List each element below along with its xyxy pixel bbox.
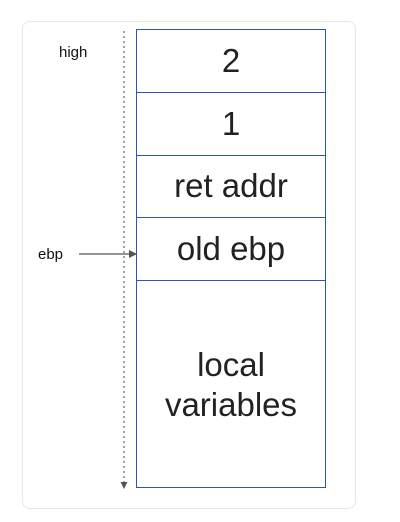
stack-cell-old-ebp: old ebp — [137, 218, 325, 281]
stack-cell-arg-2-label: 2 — [221, 41, 241, 79]
high-label: high — [59, 44, 88, 61]
stack-cell-local-variables-label: local variables — [164, 345, 298, 423]
stack-cell-old-ebp-label: old ebp — [176, 229, 286, 267]
stack-frame: 2 1 ret addr old ebp local variables — [136, 29, 326, 488]
stack-cell-arg-2: 2 — [137, 30, 325, 93]
stack-cell-local-variables: local variables — [137, 281, 325, 489]
stack-cell-arg-1: 1 — [137, 93, 325, 156]
stack-cell-return-address: ret addr — [137, 156, 325, 218]
stack-cell-return-address-label: ret addr — [174, 167, 288, 205]
stack-cell-arg-1-label: 1 — [221, 104, 241, 142]
ebp-label: ebp — [38, 246, 64, 263]
